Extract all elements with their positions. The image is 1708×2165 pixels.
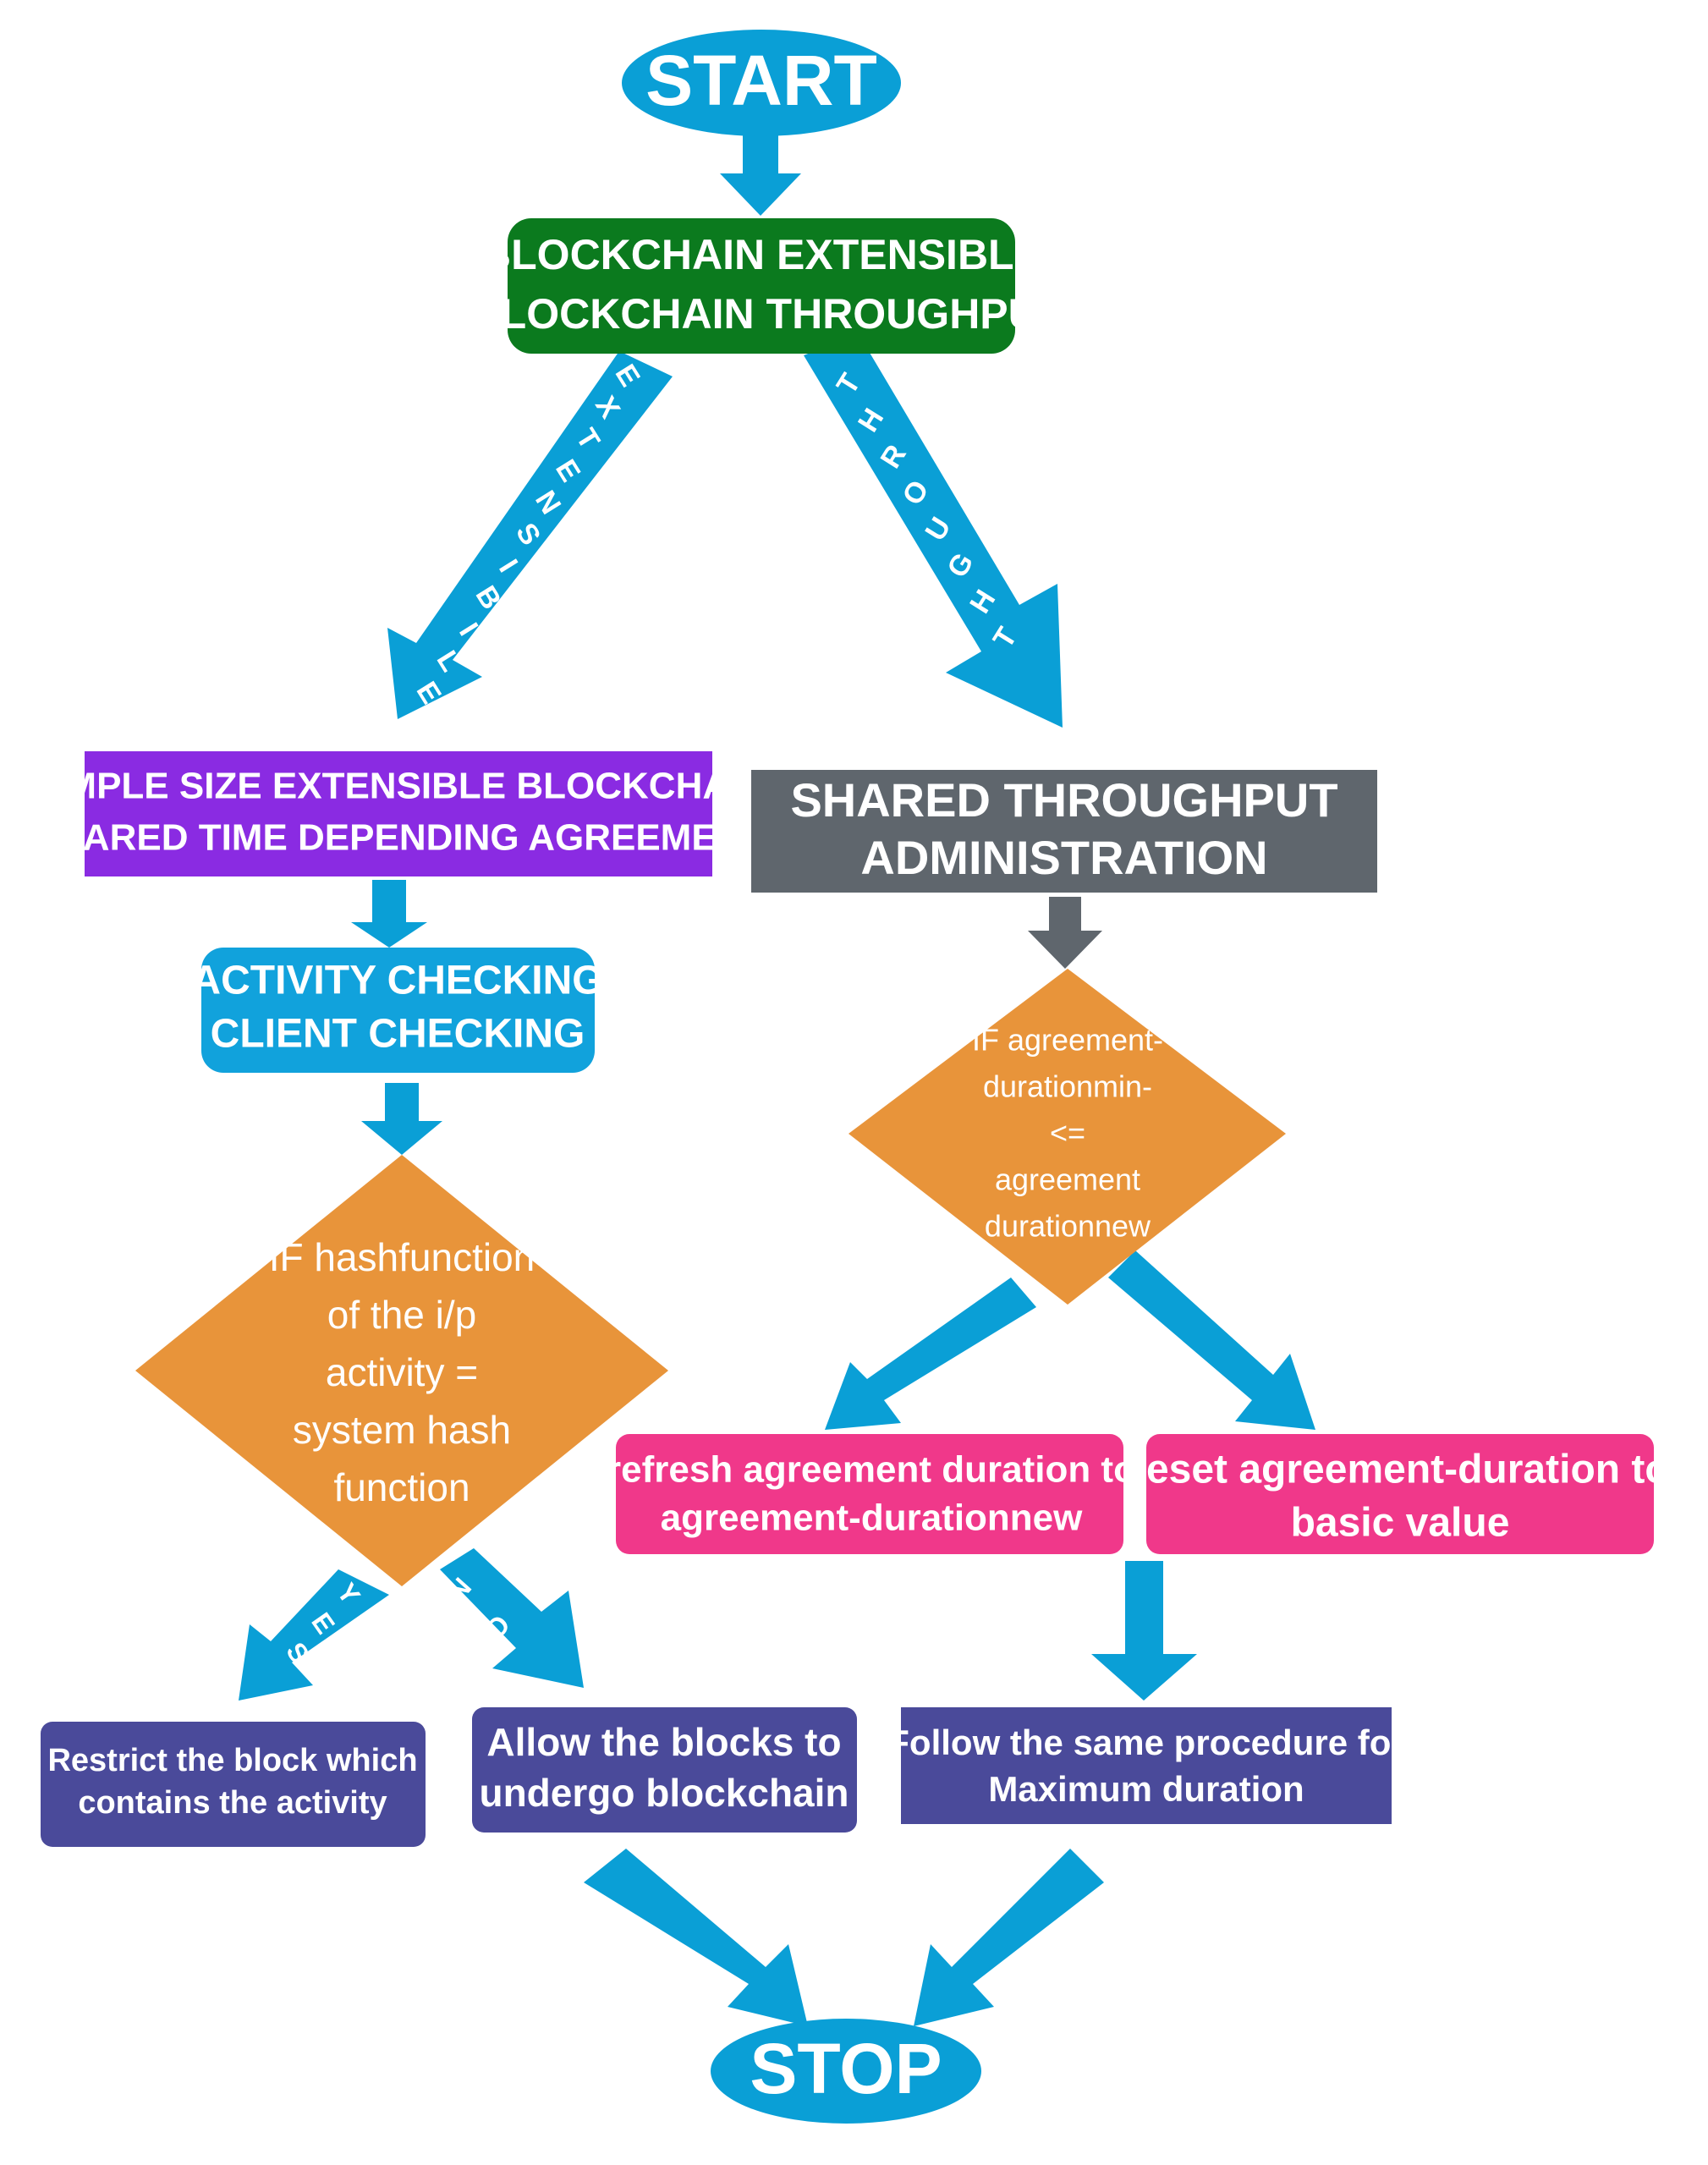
refresh-line2: agreement-durationnew — [661, 1497, 1084, 1539]
start-node: START — [622, 30, 901, 136]
agreement-decision-node: IF agreement-durationmin- <= agreement dura… — [849, 969, 1286, 1305]
arrow-yes — [239, 1569, 389, 1701]
arrow-no — [440, 1548, 584, 1688]
agreement-decision-line: durationmin- — [983, 1069, 1152, 1104]
shared-throughput-line1: SHARED THROUGHPUT — [790, 773, 1337, 827]
simple-size-line1: SIMPLE SIZE EXTENSIBLE BLOCKCHAIN — [30, 766, 766, 807]
reset-line1: reset agreement-duration to — [1130, 1448, 1669, 1492]
simple-size-line2: SHARED TIME DEPENDING AGREEMENT — [31, 817, 766, 859]
stop-label: STOP — [750, 2029, 942, 2108]
restrict-line1: Restrict the block which — [47, 1743, 417, 1778]
agreement-decision-line: <= — [1050, 1116, 1085, 1151]
allow-node: Allow the blocks to undergo blockchain — [472, 1707, 857, 1833]
restrict-node: Restrict the block which contains the ac… — [41, 1722, 426, 1847]
reset-node: reset agreement-duration to basic value — [1130, 1434, 1670, 1554]
blockchain-node: BLOCKCHAIN EXTENSIBLE /BLOCKCHAIN THROUG… — [459, 218, 1065, 354]
activity-line2: CLIENT CHECKING — [211, 1012, 585, 1057]
arrow-decision-to-refresh — [825, 1278, 1036, 1430]
simple-size-node: SIMPLE SIZE EXTENSIBLE BLOCKCHAIN SHARED… — [30, 751, 766, 876]
arrow-start-to-blockchain — [720, 135, 801, 216]
agreement-decision-line: IF agreement- — [972, 1023, 1163, 1058]
arrow-throughput — [804, 334, 1063, 728]
follow-line1: Follow the same procedure for — [887, 1723, 1404, 1762]
agreement-decision-line: durationnew — [985, 1209, 1151, 1244]
shared-throughput-line2: ADMINISTRATION — [860, 831, 1267, 884]
hash-decision-line: function — [333, 1465, 470, 1509]
follow-line2: Maximum duration — [988, 1769, 1304, 1809]
activity-line1: ACTIVITY CHECKING — [191, 959, 603, 1003]
allow-line2: undergo blockchain — [479, 1771, 849, 1815]
restrict-line2: contains the activity — [78, 1785, 387, 1821]
allow-line1: Allow the blocks to — [486, 1720, 841, 1764]
arrow-follow-to-stop — [914, 1849, 1104, 2026]
arrow-shared-to-decision — [1028, 897, 1102, 969]
hash-decision-line: activity = — [326, 1350, 478, 1394]
shared-throughput-node: SHARED THROUGHPUT ADMINISTRATION — [751, 770, 1377, 893]
blockchain-line1: BLOCKCHAIN EXTENSIBLE — [481, 231, 1042, 278]
arrow-extensible — [387, 351, 673, 719]
arrow-to-follow — [1091, 1561, 1197, 1701]
hash-decision-line: IF hashfunction — [269, 1235, 535, 1279]
arrow-allow-to-stop — [584, 1849, 808, 2026]
arrow-decision-to-reset — [1108, 1250, 1315, 1430]
agreement-decision-line: agreement — [995, 1162, 1140, 1197]
blockchain-line2: /BLOCKCHAIN THROUGHPUT — [459, 290, 1065, 338]
activity-node: ACTIVITY CHECKING CLIENT CHECKING — [191, 948, 604, 1073]
hash-decision-line: system hash — [293, 1408, 511, 1452]
refresh-line1: refresh agreement duration to — [607, 1449, 1136, 1491]
follow-node: Follow the same procedure for Maximum du… — [887, 1707, 1405, 1824]
arrow-activity-to-decision — [361, 1083, 442, 1155]
hash-decision-node: IF hashfunction of the i/p activity = syste… — [135, 1155, 668, 1586]
arrows — [239, 135, 1315, 2026]
stop-node: STOP — [711, 2019, 981, 2124]
refresh-node: refresh agreement duration to agreement-… — [607, 1434, 1136, 1554]
hash-decision-line: of the i/p — [327, 1293, 476, 1337]
start-label: START — [645, 41, 877, 120]
reset-line2: basic value — [1291, 1501, 1510, 1546]
arrow-simple-to-activity — [351, 880, 427, 948]
